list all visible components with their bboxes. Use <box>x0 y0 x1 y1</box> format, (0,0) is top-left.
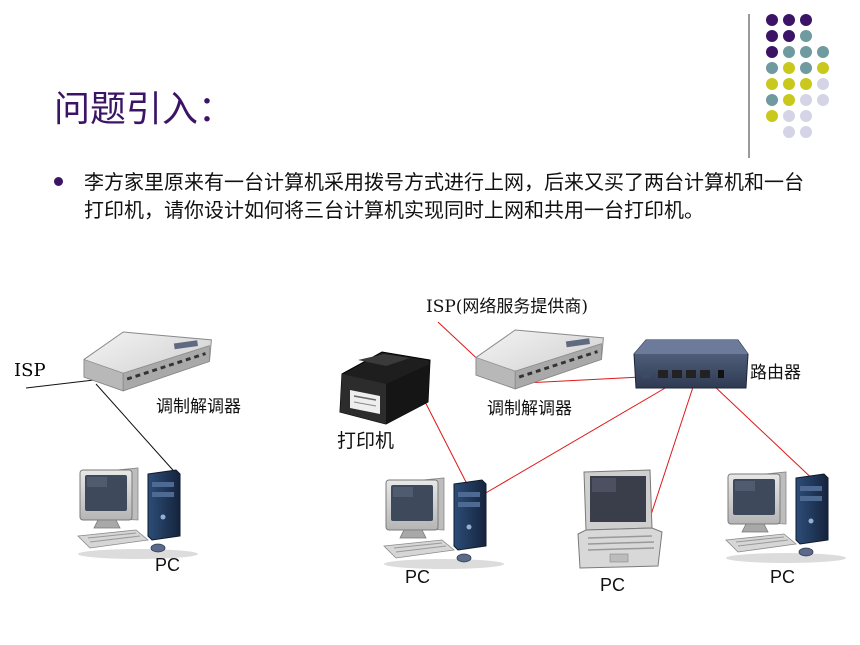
decor-dot <box>783 94 795 106</box>
decor-dot <box>766 78 778 90</box>
decor-dot <box>766 110 778 122</box>
modem-label-right: 调制解调器 <box>487 399 572 419</box>
pc-icon-left <box>77 467 199 560</box>
decor-dot <box>817 46 829 58</box>
printer-pc-link <box>417 387 469 487</box>
decor-dot <box>817 78 829 90</box>
left-dialup-setup: ISP 调制解调器 PC <box>14 330 241 575</box>
decor-dot <box>783 30 795 42</box>
bullet-icon <box>54 177 63 186</box>
pc-icon-right-1 <box>383 477 505 570</box>
decor-dot <box>783 14 795 26</box>
decor-dot <box>800 46 812 58</box>
decor-dot <box>766 62 778 74</box>
decor-dot <box>766 30 778 42</box>
decor-dot <box>817 94 829 106</box>
decor-dot <box>783 46 795 58</box>
decor-dot <box>800 30 812 42</box>
pc-label-left: PC <box>155 555 180 575</box>
router-laptop-link <box>645 383 695 531</box>
isp-label-right: ISP(网络服务提供商) <box>426 297 588 317</box>
decor-dot-grid <box>766 14 829 138</box>
decor-dot <box>817 62 829 74</box>
router-icon <box>633 339 749 389</box>
pc-label-right-2: PC <box>600 575 625 595</box>
pc-label-right-3: PC <box>770 567 795 587</box>
intro-paragraph: 李方家里原来有一台计算机采用拨号方式进行上网，后来又买了两台计算机和一台打印机，… <box>84 170 804 222</box>
pc-icon-right-3 <box>725 471 847 564</box>
slide-title: 问题引入： <box>54 89 235 130</box>
pc-label-right-1: PC <box>405 567 430 587</box>
isp-label-left: ISP <box>14 360 46 381</box>
decor-dot <box>783 110 795 122</box>
router-pc3-link <box>711 383 821 487</box>
decor-dot <box>766 46 778 58</box>
decor-dot <box>766 94 778 106</box>
modem-icon-left <box>82 330 213 393</box>
decor-dot <box>800 62 812 74</box>
decor-dot <box>783 78 795 90</box>
router-label: 路由器 <box>750 363 801 383</box>
isp-line-left <box>25 379 95 389</box>
right-router-setup: ISP(网络服务提供商) 调制解调器 路由器 打印机 PC PC PC <box>337 297 847 595</box>
printer-label: 打印机 <box>337 430 394 452</box>
decor-dot <box>800 14 812 26</box>
decor-dot <box>766 14 778 26</box>
decor-dot <box>800 126 812 138</box>
decor-dot <box>783 62 795 74</box>
modem-label-left: 调制解调器 <box>156 397 241 417</box>
modem-to-pc-line-left <box>95 383 181 479</box>
laptop-icon <box>577 469 663 569</box>
router-pc1-link <box>483 383 673 495</box>
decor-dot <box>800 110 812 122</box>
decor-dot <box>783 126 795 138</box>
printer-icon <box>339 351 431 425</box>
decor-dot <box>800 78 812 90</box>
decor-divider <box>748 14 750 158</box>
decor-dot <box>800 94 812 106</box>
